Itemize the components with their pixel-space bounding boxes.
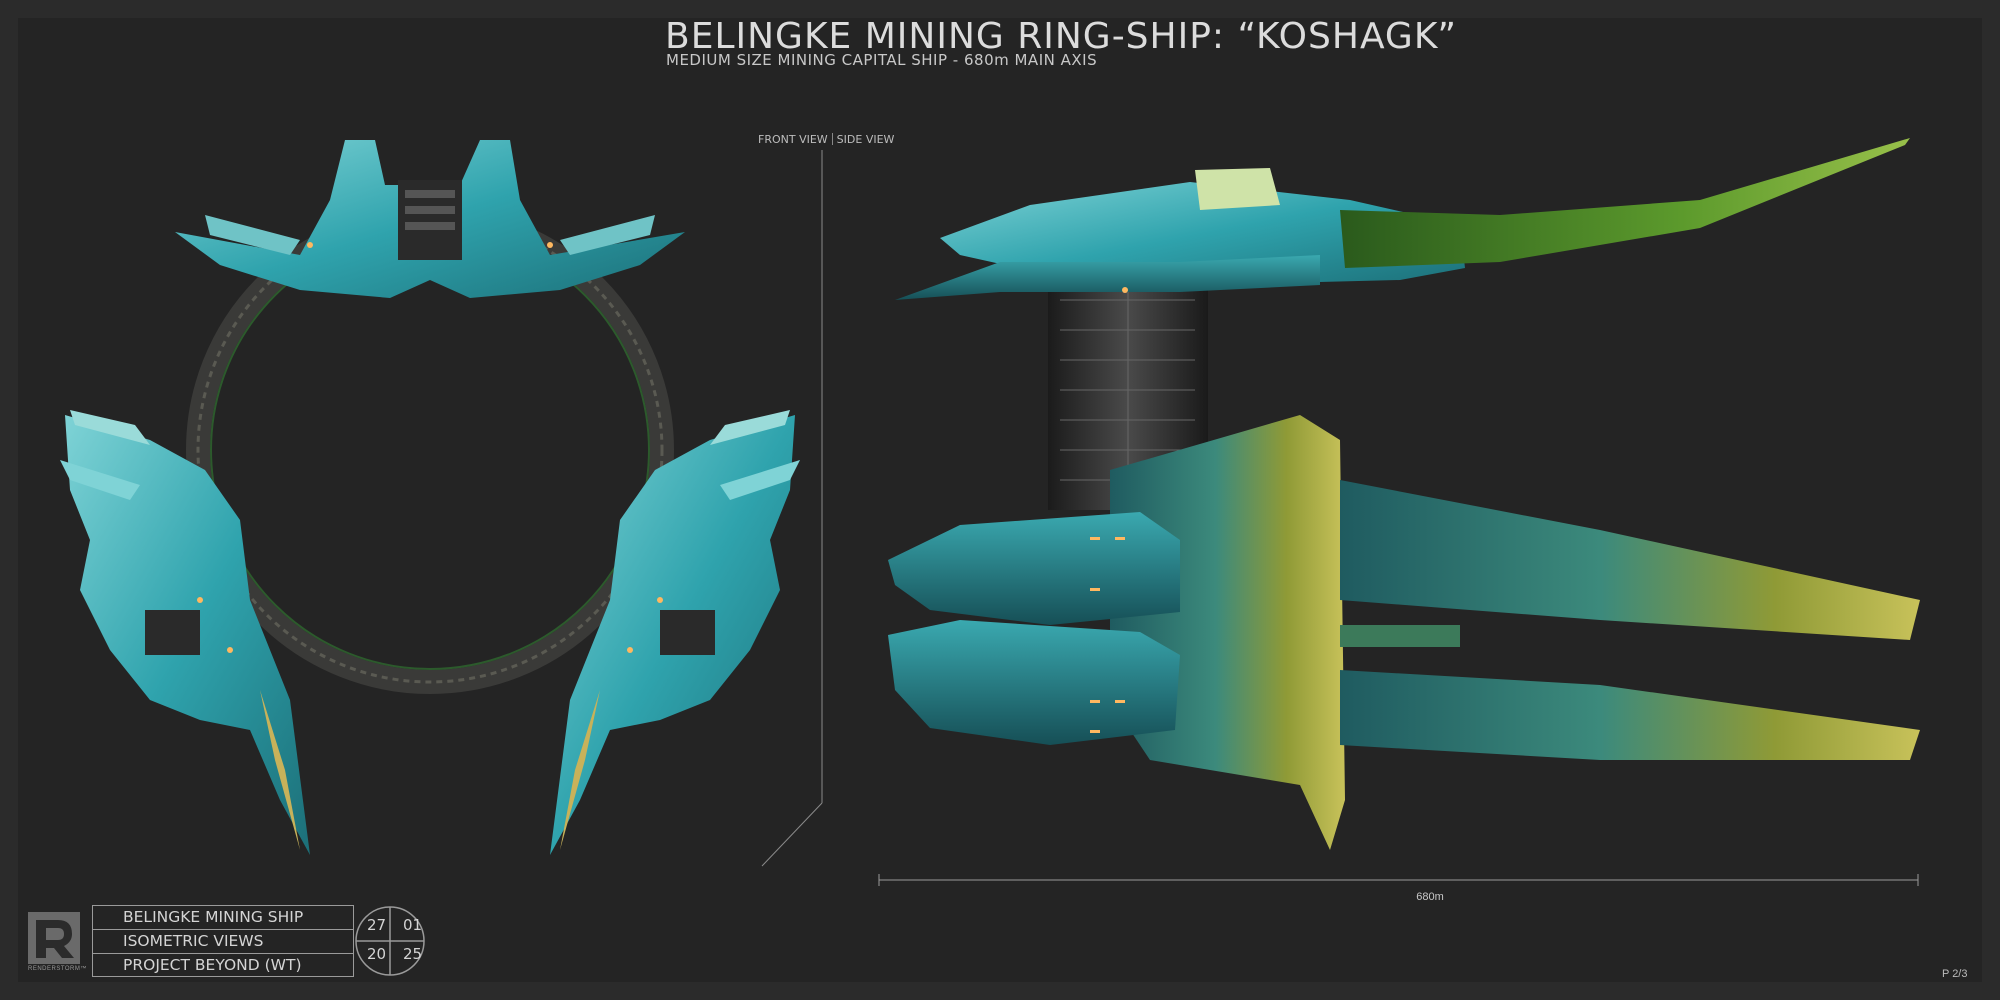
view-labels: FRONT VIEW SIDE VIEW: [758, 133, 894, 146]
date-circle: [355, 906, 425, 976]
title-block-row-views: ISOMETRIC VIEWS: [93, 930, 353, 954]
page-subtitle: MEDIUM SIZE MINING CAPITAL SHIP - 680m M…: [666, 51, 1098, 69]
title-block-date: 27 01 20 25: [365, 905, 436, 977]
view-label-divider: [831, 133, 833, 145]
lower-arm-lower: [1340, 670, 1920, 760]
title-block: BELINGKE MINING SHIP ISOMETRIC VIEWS PRO…: [92, 905, 425, 977]
page-number: P 2/3: [1942, 968, 1968, 980]
dimension-label: 680m: [1416, 891, 1444, 903]
title-block-row-ship: BELINGKE MINING SHIP: [93, 906, 353, 930]
top-mining-pod: [175, 140, 685, 298]
page-title: BELINGKE MINING RING-SHIP: “KOSHAGK”: [665, 16, 1457, 57]
date-day-text: 27: [367, 916, 387, 934]
lower-arm-upper: [1340, 480, 1920, 640]
right-mining-pod: [550, 410, 800, 855]
title-block-row-project: PROJECT BEYOND (WT): [123, 956, 302, 974]
front-view-ship: [60, 140, 800, 855]
title-block-rows: BELINGKE MINING SHIP ISOMETRIC VIEWS PRO…: [92, 905, 354, 977]
side-view-label: SIDE VIEW: [836, 133, 895, 146]
front-view-label: FRONT VIEW: [758, 133, 828, 146]
upper-arm: [1340, 138, 1910, 268]
side-view-ship: [888, 138, 1920, 850]
date-year-a: 20: [367, 945, 387, 963]
date-month: 01: [403, 916, 423, 934]
dimension-line: [878, 874, 1919, 886]
mining-ring: [186, 206, 674, 694]
logo-text: RENDERSTORM™: [28, 966, 87, 972]
date-year-b: 25: [403, 945, 423, 963]
renderstorm-logo-icon: [28, 912, 80, 964]
view-divider: [761, 150, 823, 867]
left-mining-pod: [60, 410, 310, 855]
